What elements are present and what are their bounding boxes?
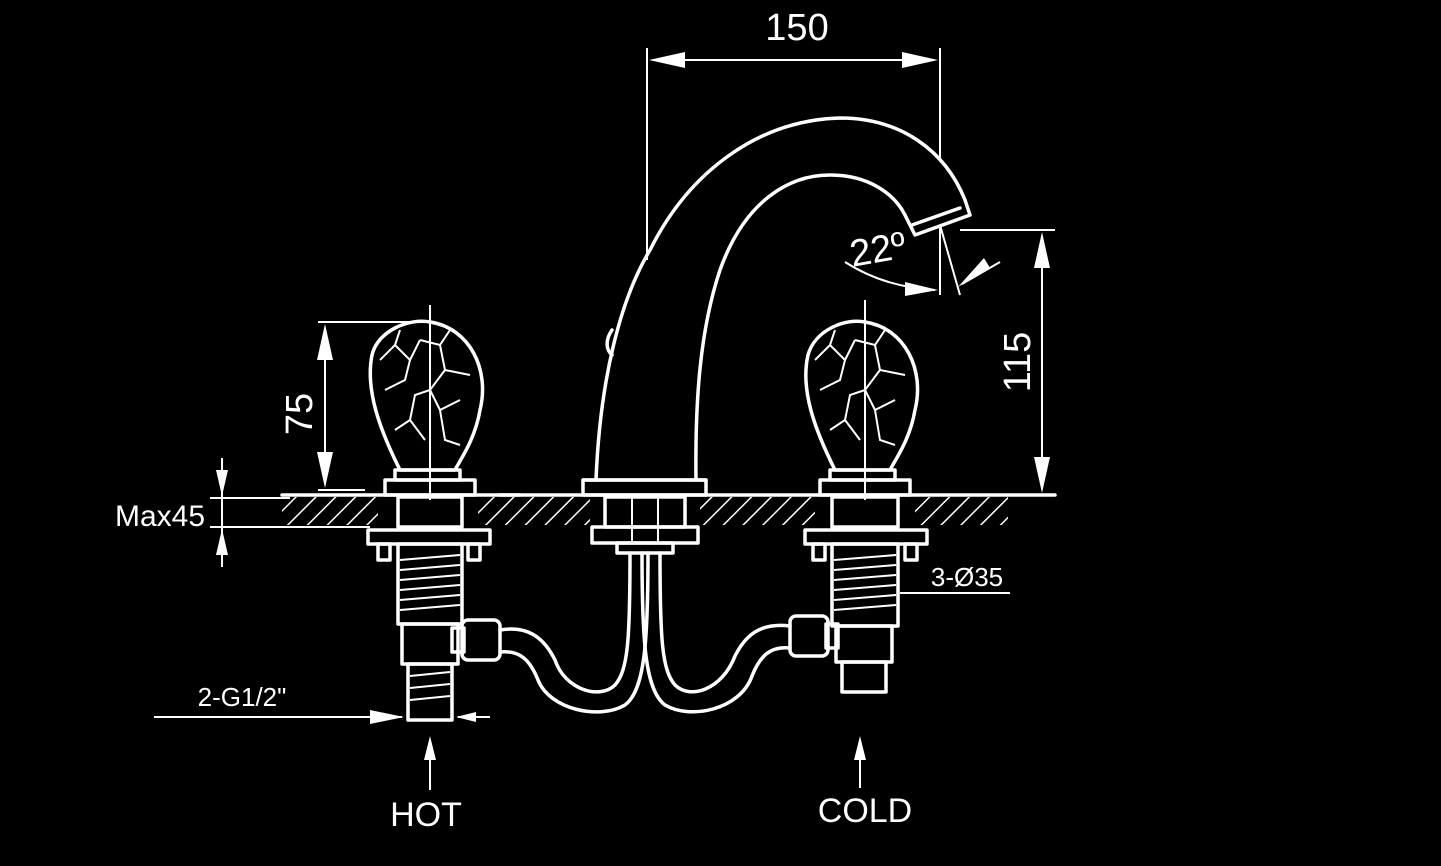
dimension-thread (154, 710, 490, 724)
spout (581, 116, 972, 497)
dimension-angle-label: 22º (847, 225, 910, 276)
hot-inlet-arrow (424, 736, 436, 790)
dimension-150 (646, 48, 941, 260)
cold-handle (803, 300, 929, 694)
dimension-115 (960, 229, 1055, 493)
dimension-75-label: 75 (279, 393, 321, 435)
dimension-hole-label: 3-Ø35 (931, 562, 1003, 592)
dimension-max45 (210, 458, 370, 567)
dimension-150-label: 150 (765, 7, 828, 49)
dimension-angle (844, 224, 1001, 296)
dimension-max45-label: Max45 (115, 500, 205, 533)
dimension-115-label: 115 (997, 332, 1039, 393)
dimension-thread-label: 2-G1/2" (198, 682, 287, 712)
hot-label: HOT (390, 796, 462, 834)
hot-handle (366, 305, 492, 722)
cold-inlet-arrow (854, 736, 866, 788)
connection-hoses (450, 551, 840, 714)
dimension-75 (317, 321, 430, 491)
center-valve-body (590, 495, 700, 555)
cold-label: COLD (818, 792, 912, 830)
